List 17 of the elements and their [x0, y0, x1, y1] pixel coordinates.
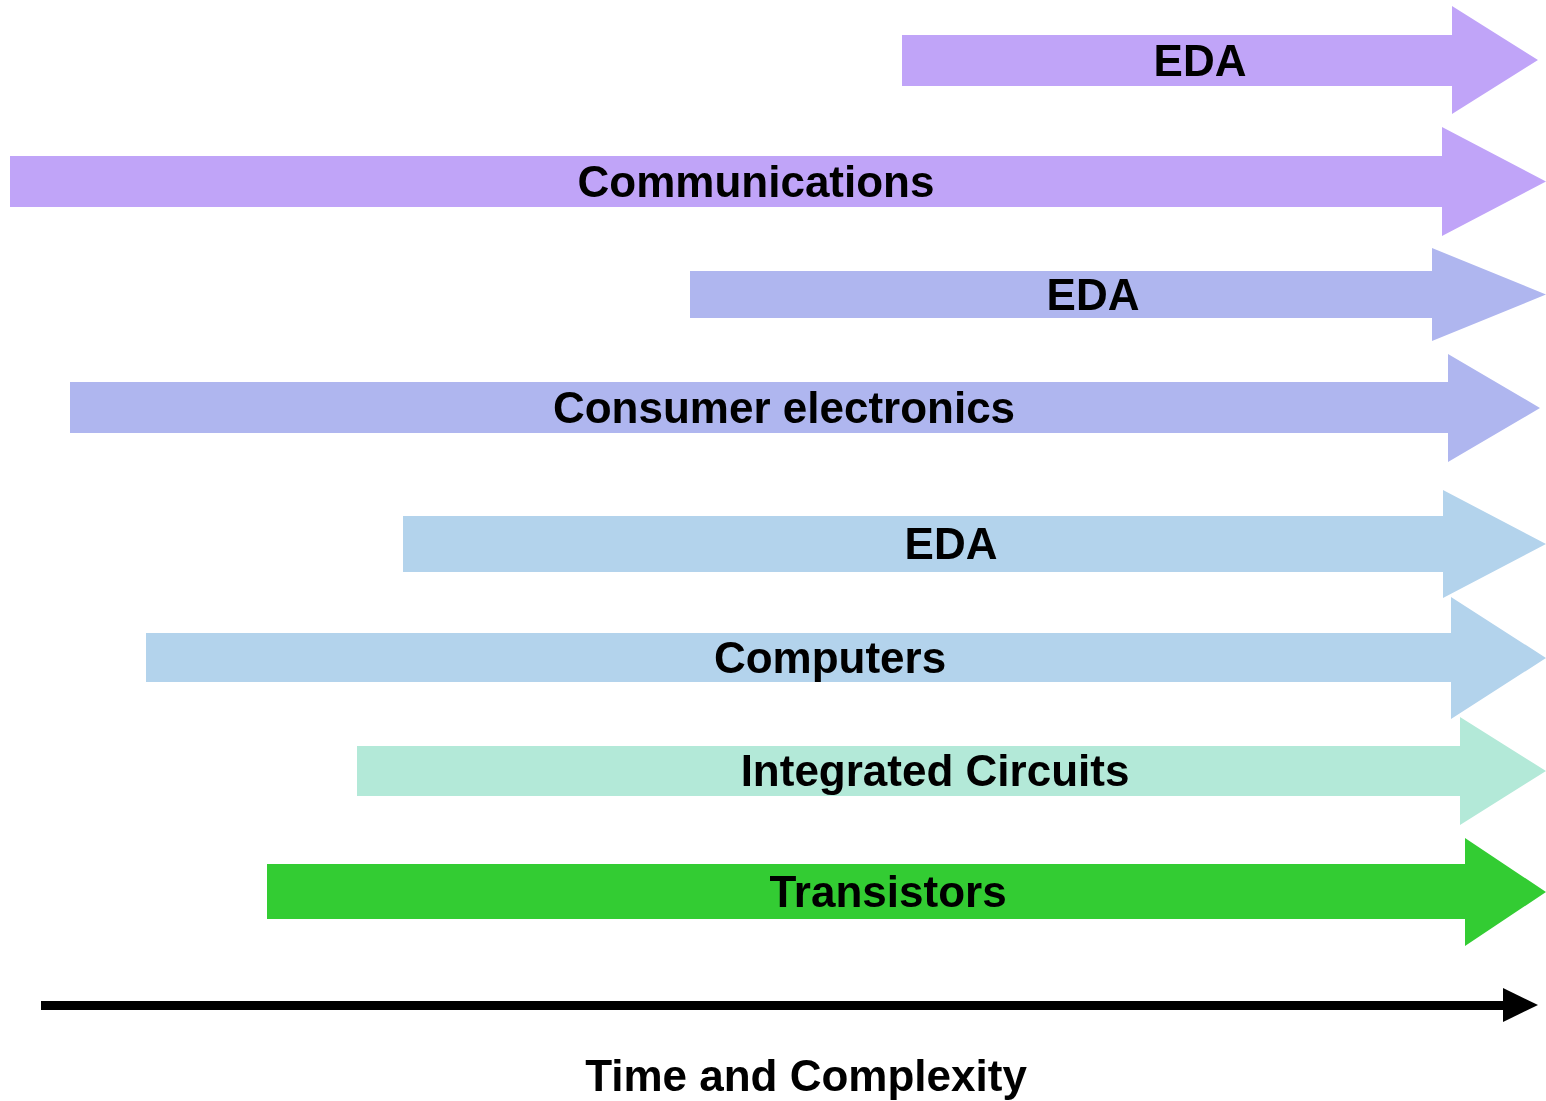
timeline-band: [146, 597, 1546, 719]
arrow-label: EDA: [904, 519, 998, 569]
axis-label: Time and Complexity: [585, 1051, 1027, 1101]
arrow-label: Transistors: [769, 867, 1007, 916]
timeline-band: [70, 354, 1540, 462]
arrow-label: Communications: [577, 157, 935, 206]
timeline-band: [10, 127, 1546, 236]
arrow-label: EDA: [1046, 270, 1140, 319]
arrow-label: Consumer electronics: [552, 383, 1016, 432]
arrow-label: EDA: [1153, 36, 1247, 85]
arrow-label: Integrated Circuits: [740, 746, 1130, 796]
timeline-band: [267, 838, 1546, 946]
timeline-band: [690, 248, 1546, 341]
timeline-band: [403, 490, 1546, 598]
timeline-band: [902, 6, 1538, 114]
timeline-band: [357, 717, 1546, 825]
arrow-label: Computers: [713, 633, 947, 682]
